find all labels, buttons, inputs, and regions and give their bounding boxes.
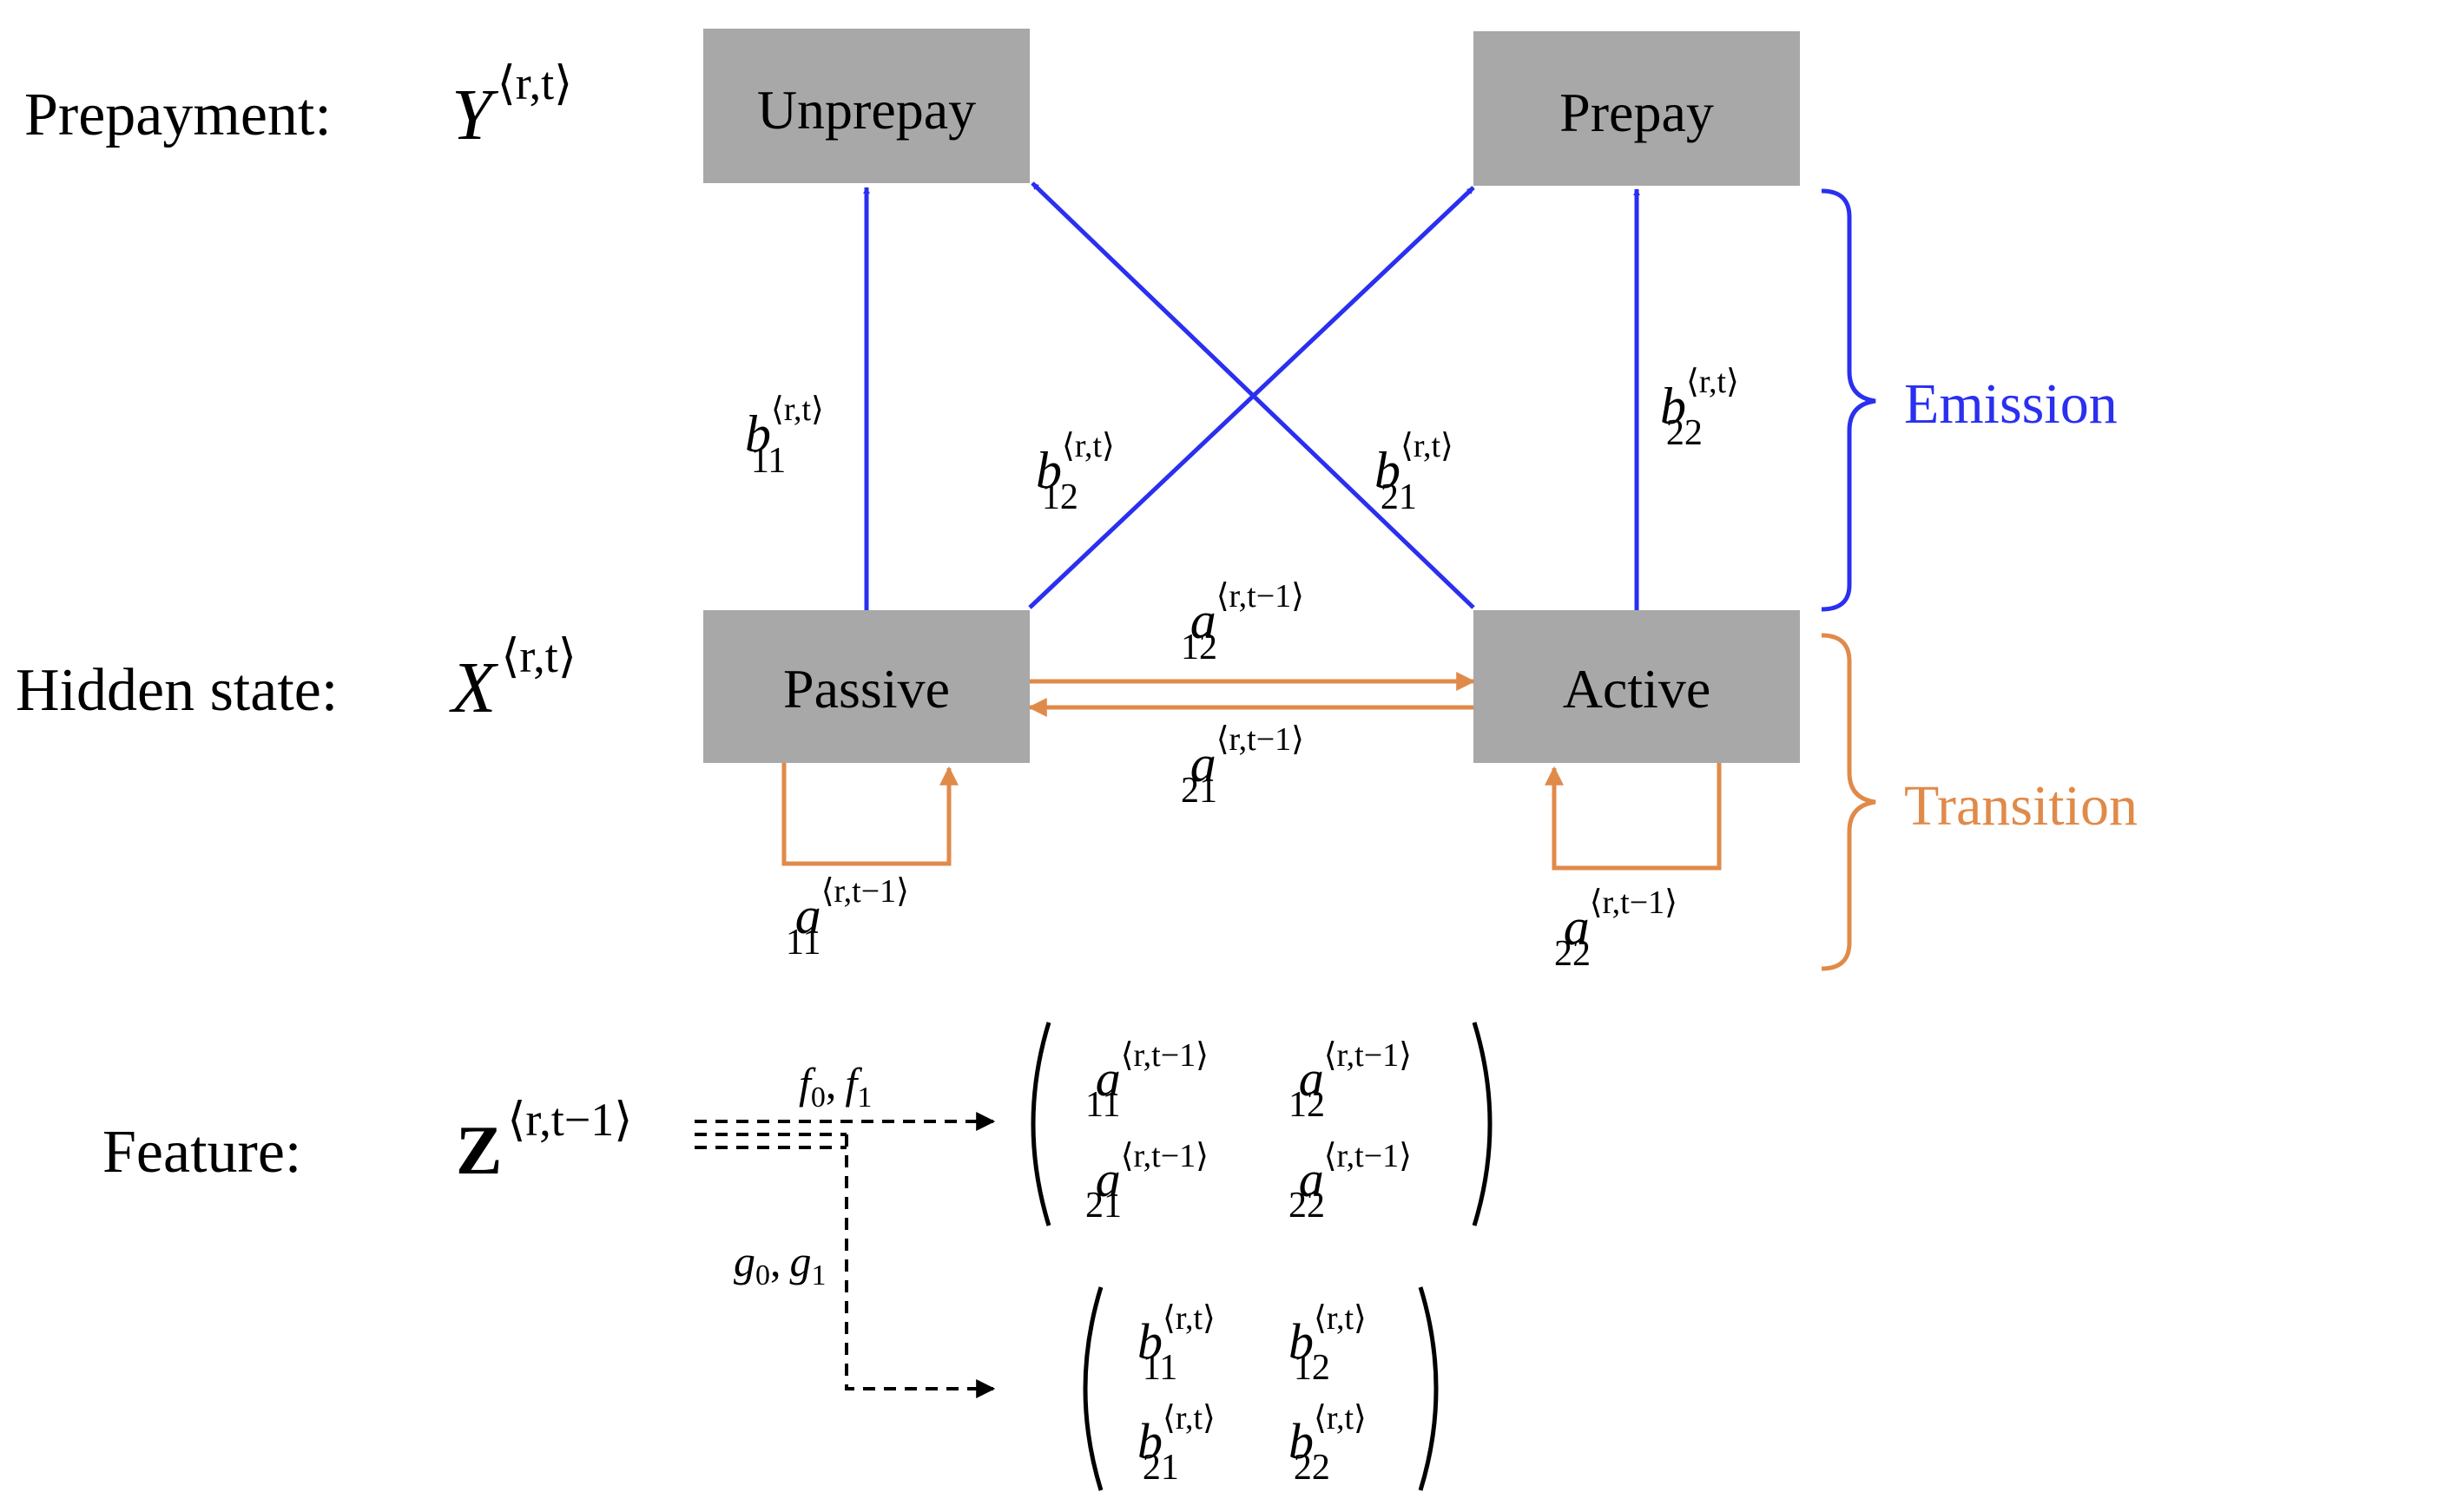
matrix-a: a⟨r,t−1⟩11 a⟨r,t−1⟩12 a⟨r,t−1⟩21 a⟨r,t−1… <box>1031 1022 1493 1226</box>
feature-dash-down <box>845 1134 996 1398</box>
emission-arrow-b21 <box>1031 181 1475 609</box>
emission-label-b12: b⟨r,t⟩12 <box>1036 428 1115 517</box>
transition-label-a22: a⟨r,t−1⟩22 <box>1554 884 1677 974</box>
feature-symbol: Z⟨r,t−1⟩ <box>456 1094 632 1189</box>
emission-brace <box>1821 188 1876 612</box>
matrix-b-cell-22: b⟨r,t⟩22 <box>1288 1400 1367 1488</box>
prepayment-row-label: Prepayment: <box>24 82 332 148</box>
feature-row-label: Feature: <box>102 1119 301 1186</box>
feature-map-g-label: g0,g1 <box>734 1237 827 1292</box>
state-active-label: Active <box>1563 658 1711 720</box>
state-active: Active <box>1473 610 1800 763</box>
state-passive: Passive <box>703 610 1030 763</box>
emission-label: Emission <box>1904 372 2118 436</box>
transition-label: Transition <box>1904 774 2138 838</box>
state-prepay: Prepay <box>1473 31 1800 186</box>
transition-label-a12: a⟨r,t−1⟩12 <box>1181 578 1304 667</box>
state-prepay-label: Prepay <box>1559 82 1714 143</box>
transition-label-a11: a⟨r,t−1⟩11 <box>786 873 909 963</box>
transition-loop-a22 <box>1545 763 1722 871</box>
matrix-a-cell-21: a⟨r,t−1⟩21 <box>1085 1138 1209 1226</box>
matrix-b: b⟨r,t⟩11 b⟨r,t⟩12 b⟨r,t⟩21 b⟨r,t⟩22 <box>1083 1286 1439 1491</box>
transition-loop-a11 <box>781 763 959 866</box>
emission-label-b21: b⟨r,t⟩21 <box>1374 428 1453 517</box>
transition-label-a21: a⟨r,t−1⟩21 <box>1181 721 1304 811</box>
matrix-a-right-paren <box>1472 1022 1493 1226</box>
matrix-b-left-paren <box>1083 1286 1104 1491</box>
prepayment-symbol: Y⟨r,t⟩ <box>451 57 572 155</box>
state-unprepay-label: Unprepay <box>757 79 976 141</box>
transition-brace <box>1821 633 1876 971</box>
state-unprepay: Unprepay <box>703 29 1030 183</box>
hidden-state-symbol: X⟨r,t⟩ <box>449 630 577 728</box>
emission-arrow-b12 <box>1028 186 1475 609</box>
matrix-b-cell-12: b⟨r,t⟩12 <box>1288 1300 1367 1388</box>
emission-label-b11: b⟨r,t⟩11 <box>745 391 824 481</box>
hidden-state-row-label: Hidden state: <box>16 657 338 724</box>
matrix-a-left-paren <box>1031 1022 1051 1226</box>
matrix-b-cell-21: b⟨r,t⟩21 <box>1137 1400 1216 1488</box>
matrix-a-cell-12: a⟨r,t−1⟩12 <box>1288 1037 1412 1125</box>
matrix-b-right-paren <box>1418 1286 1439 1491</box>
feature-map-f-label: f0,f1 <box>799 1059 872 1114</box>
matrix-b-cell-11: b⟨r,t⟩11 <box>1137 1300 1216 1388</box>
state-passive-label: Passive <box>783 658 950 720</box>
emission-label-b22: b⟨r,t⟩22 <box>1660 364 1739 453</box>
matrix-a-cell-22: a⟨r,t−1⟩22 <box>1288 1138 1412 1226</box>
matrix-a-cell-11: a⟨r,t−1⟩11 <box>1085 1037 1209 1125</box>
